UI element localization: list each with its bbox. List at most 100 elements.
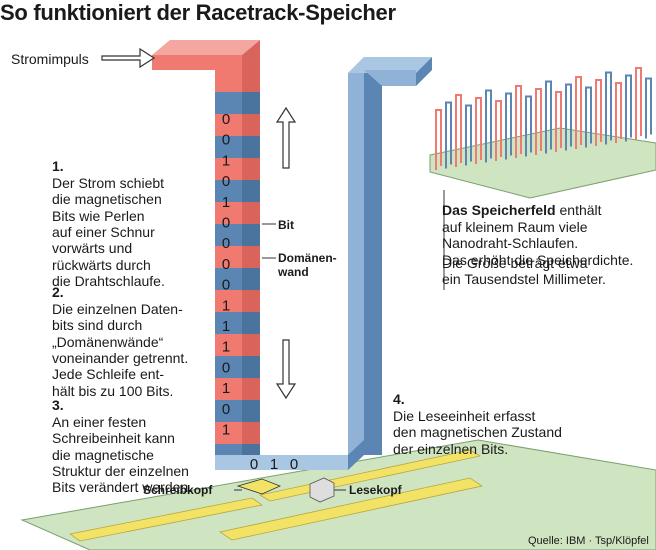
circuit-board [20,439,656,550]
track-segment [215,356,242,378]
bit-value: 1 [222,318,230,335]
step-4-number: 4. [393,391,405,408]
nanowire-loop [435,109,442,170]
bit-value: 1 [222,297,230,314]
nanowire-loop [595,79,602,146]
nanowire-loop [555,91,562,152]
nanowire-loop [625,74,632,142]
bit-value: 0 [222,215,230,232]
bit-value: 0 [222,132,230,149]
bit-value: 0 [222,401,230,418]
track-segment [215,378,242,400]
track-segment [215,202,242,224]
bit-value: 0 [222,359,230,376]
bit-value: 0 [222,111,230,128]
nanowire-loop [605,71,612,145]
speicherfeld-title: Das Speicherfeld [442,202,556,219]
track-segment-side [242,180,260,202]
track-segment-side [242,356,260,378]
nanowire-loop [505,92,512,160]
down-arrow-icon [275,339,297,400]
nanowire-loop [495,100,502,161]
track-segment-side [242,136,260,158]
track-segment [215,422,242,444]
track-segment-side [242,114,260,136]
bit-value: 0 [222,277,230,294]
track-segment-side [242,400,260,422]
bit-value: 1 [222,339,230,356]
step-3-number: 3. [52,397,64,414]
track-segment-side [242,224,260,246]
track-top-cap [152,40,260,55]
track-segment [215,136,242,158]
step-2: 2. Die einzelnen Daten- bits sind durch … [52,268,188,399]
write-head-label: Schreibkopf [143,483,213,497]
bit-value: 1 [222,422,230,439]
nanowire-loop [635,67,642,140]
nanowire-loop [565,83,572,151]
step-1-text: Der Strom schiebt die magnetischen Bits … [52,174,165,290]
track-segment [215,224,242,246]
track-segment-side [242,70,260,92]
bit-value: 1 [222,194,230,211]
bit-value: 1 [222,380,230,397]
track-segment [215,246,242,268]
nanowire-loop [645,77,652,139]
source-credit: Quelle: IBM · Tsp/Klöpfel [528,535,649,547]
nanowire-loop [485,89,492,163]
bit-value: 0 [222,173,230,190]
bit-value: 0 [222,235,230,252]
step-2-number: 2. [52,284,64,301]
track-segment [215,158,242,180]
read-head [309,477,335,503]
read-wire [218,477,484,541]
nanowire-loop [465,104,472,166]
nanowire-loop [535,88,542,155]
track-segment-side [242,378,260,400]
return-riser [348,57,364,470]
write-wire [69,497,263,542]
vertical-bits: 0 0 1 0 1 0 0 0 0 1 1 1 0 1 0 1 [222,111,230,439]
size-description: Die Größe beträgt etwa ein Tausendstel M… [442,255,606,288]
track-segment [215,92,242,114]
stromimpuls-arrow-icon [101,47,156,69]
stromimpuls-label: Stromimpuls [11,51,89,67]
nanowire-loop [475,97,482,164]
speicherfeld-text: enthält auf kleinem Raum viele Nanodraht… [442,202,634,268]
bit-value: 1 [222,152,230,169]
bit-value: 0 [290,456,298,473]
nanowire-loop [585,86,592,148]
up-arrow-icon [275,106,297,169]
read-head-label: Lesekopf [349,483,402,497]
nanowire-loop [615,82,622,143]
nanowire-loop [515,85,522,158]
speicherfeld-description: Das Speicherfeld enthält auf kleinem Rau… [442,186,633,268]
track-segment [215,290,242,312]
step-4-text: Die Leseeinheit erfasst den magnetischen… [393,407,562,457]
nanowire-loops [435,67,652,170]
track-segment-side [242,422,260,444]
track-segment-side [242,268,260,290]
track-segments [215,70,260,466]
track-segment [215,312,242,334]
track-segment-side [242,312,260,334]
step-2-text: Die einzelnen Daten- bits sind durch „Do… [52,300,189,399]
track-segment-side [242,158,260,180]
bit-value: 0 [222,256,230,273]
nanowire-loop [455,94,462,167]
track-bottom [215,455,348,470]
step-1-number: 1. [52,158,64,175]
track-segment-side [242,246,260,268]
track-segment [215,70,242,92]
nanowire-loop [525,95,532,157]
track-segment [215,114,242,136]
track-segment [215,268,242,290]
step-3-text: An einer festen Schreibeinheit kann die … [52,413,193,496]
bit-value: 0 [250,456,258,473]
page-title: So funktioniert der Racetrack-Speicher [0,0,396,25]
track-segment-side [242,92,260,114]
track-segment-side [242,334,260,356]
step-3: 3. An einer festen Schreibeinheit kann d… [52,381,192,496]
